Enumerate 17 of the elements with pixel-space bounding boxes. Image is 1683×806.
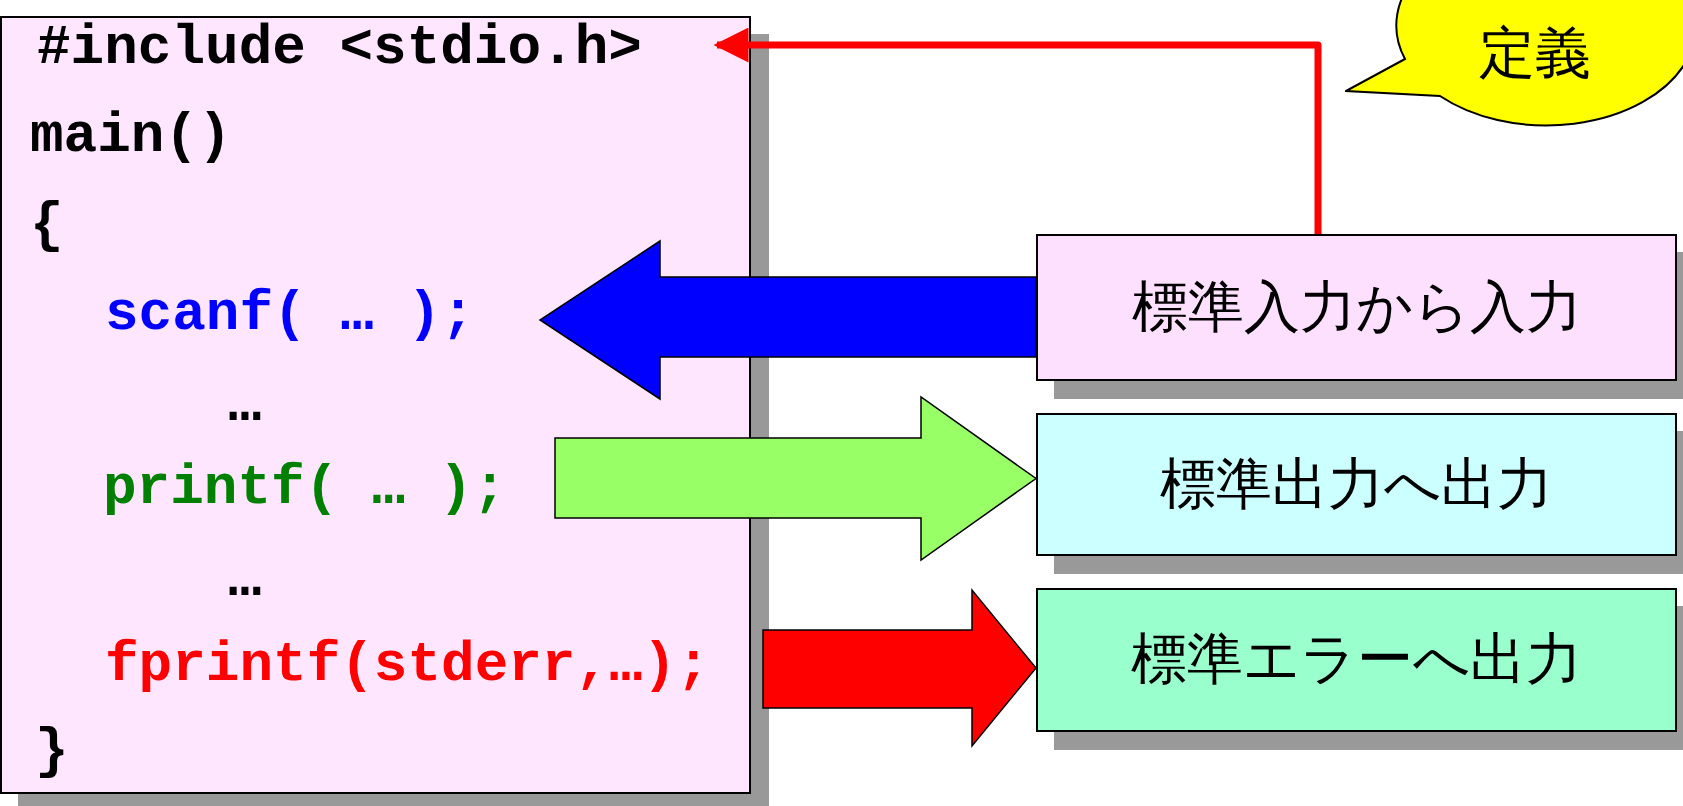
code-line: } [35,718,69,784]
code-line: #include <stdio.h> [37,15,717,81]
code-line: { [30,192,64,258]
label-box: 標準出力へ出力 [1036,413,1677,556]
code-line: … [228,547,262,613]
code-line: scanf( … ); [105,281,540,347]
label-box: 標準入力から入力 [1036,234,1677,381]
block-arrow [554,395,1038,562]
code-line: main() [30,103,232,169]
label-box: 標準エラーへ出力 [1036,588,1677,732]
code-line: … [228,372,262,438]
block-arrow [538,239,1037,401]
code-line: printf( … ); [103,455,555,521]
code-line: fprintf(stderr,…); [105,632,763,698]
code-panel [0,16,751,794]
arrow [713,27,1322,234]
block-arrow [762,587,1037,749]
